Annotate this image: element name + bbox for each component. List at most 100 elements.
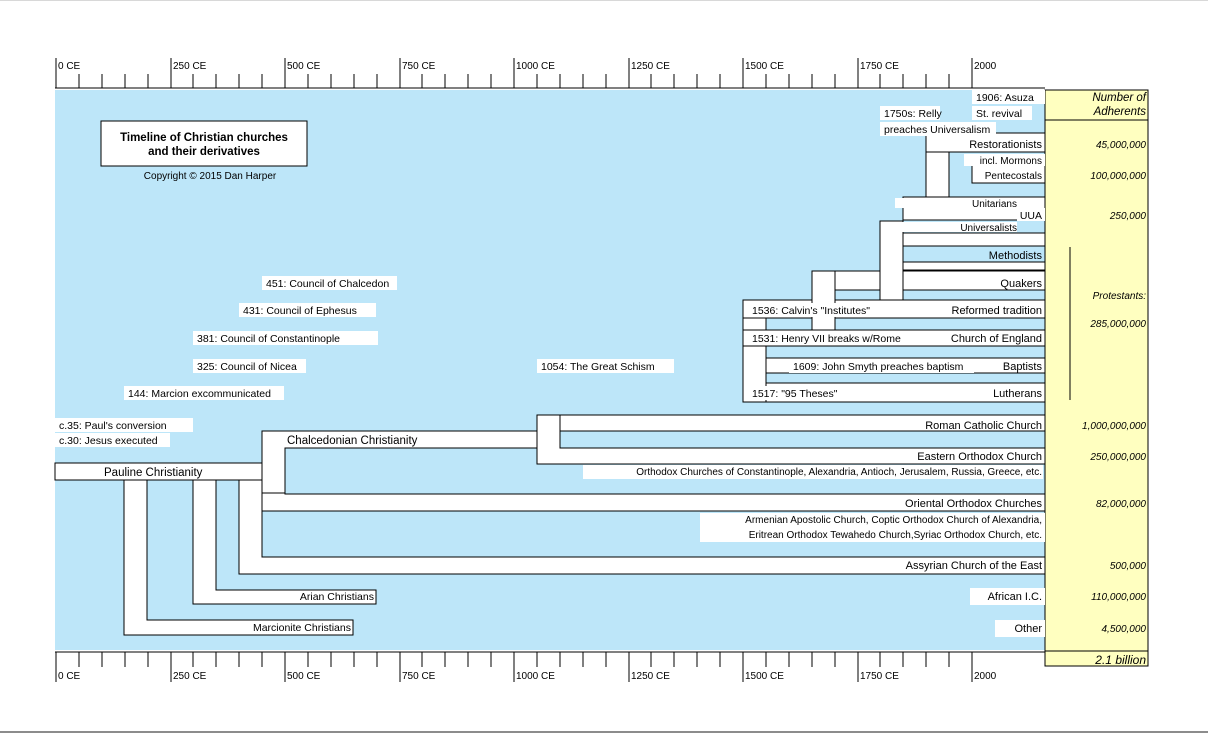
adherent-value: 250,000,000 xyxy=(1089,452,1146,463)
branch-label: Assyrian Church of the East xyxy=(906,560,1042,572)
event-label: 1054: The Great Schism xyxy=(541,361,655,373)
title-line-1: Timeline of Christian churches xyxy=(120,132,288,144)
branch-label: Church of England xyxy=(951,333,1042,345)
adherents-column xyxy=(1044,89,1149,667)
branch-label: Arian Christians xyxy=(300,591,374,603)
event-label: 1609: John Smyth preaches baptism xyxy=(793,361,964,373)
event-box xyxy=(55,433,170,447)
axis-label-top: 500 CE xyxy=(287,61,321,72)
axis-label-top: 1000 CE xyxy=(516,61,555,72)
adherent-value: 4,500,000 xyxy=(1102,624,1147,635)
event-label: 1536: Calvin's "Institutes" xyxy=(752,305,870,317)
adherent-value: 250,000 xyxy=(1109,211,1147,222)
event-box xyxy=(55,418,193,432)
event-label: 381: Council of Constantinople xyxy=(197,333,340,345)
adherent-value: 110,000,000 xyxy=(1091,592,1146,603)
branch-label: incl. Mormons xyxy=(980,156,1042,167)
branch-label: Quakers xyxy=(1000,278,1042,290)
axis-label-bottom: 2000 xyxy=(974,671,997,682)
copyright: Copyright © 2015 Dan Harper xyxy=(144,171,277,182)
axis-label-bottom: 250 CE xyxy=(173,671,207,682)
branch-label: Lutherans xyxy=(993,388,1042,400)
axis-label-bottom: 1500 CE xyxy=(745,671,784,682)
branch-label: Eastern Orthodox Church xyxy=(917,451,1042,463)
label-backing xyxy=(895,222,1017,232)
event-box xyxy=(124,386,284,400)
branch-label: Chalcedonian Christianity xyxy=(287,435,418,447)
event-label: 1531: Henry VII breaks w/Rome xyxy=(752,333,901,345)
axis-label-bottom: 1250 CE xyxy=(631,671,670,682)
branch-label: Reformed tradition xyxy=(952,305,1043,317)
label-backing xyxy=(700,513,1045,542)
branch-label: UUA xyxy=(1020,210,1042,222)
event-label: St. revival xyxy=(976,108,1022,120)
event-box xyxy=(880,106,940,120)
axis-label-top: 1250 CE xyxy=(631,61,670,72)
adherent-value: Protestants: xyxy=(1093,291,1147,302)
branch-label: African I.C. xyxy=(988,591,1042,603)
branch-band xyxy=(123,479,354,636)
axis-label-bottom: 750 CE xyxy=(402,671,436,682)
branch-label: Pauline Christianity xyxy=(104,467,203,479)
axis-label-top: 0 CE xyxy=(58,61,81,72)
adherent-value: Adherents xyxy=(1093,106,1147,118)
axis-label-bottom: 1000 CE xyxy=(516,671,555,682)
event-label: 1906: Asuza xyxy=(976,92,1034,104)
axis-label-bottom: 1750 CE xyxy=(860,671,899,682)
branch-label: Marcionite Christians xyxy=(253,622,351,634)
event-label: preaches Universalism xyxy=(884,124,990,136)
axis-label-top: 250 CE xyxy=(173,61,207,72)
label-backing xyxy=(995,620,1045,637)
branch-label: Other xyxy=(1014,623,1042,635)
event-box xyxy=(972,90,1045,104)
event-label: 325: Council of Nicea xyxy=(197,361,297,373)
axis-label-top: 2000 xyxy=(974,61,997,72)
branch-label: Oriental Orthodox Churches xyxy=(905,498,1042,510)
adherent-value: 2.1 billion xyxy=(1094,653,1146,667)
event-box xyxy=(537,359,674,373)
event-box xyxy=(262,276,397,290)
label-backing xyxy=(583,465,1043,479)
branch-label: Universalists xyxy=(960,223,1017,234)
event-labels: 451: Council of Chalcedon 431: Council of… xyxy=(55,90,1045,447)
event-label: c.30: Jesus executed xyxy=(59,435,158,447)
axis-ticks xyxy=(55,58,973,682)
title-line-2: and their derivatives xyxy=(148,146,260,158)
event-label: 1517: "95 Theses" xyxy=(752,388,838,400)
event-box xyxy=(880,122,996,136)
branch-band xyxy=(879,220,904,301)
adherent-value: 100,000,000 xyxy=(1090,171,1146,182)
branch-label: Roman Catholic Church xyxy=(925,420,1042,432)
axis-label-bottom: 500 CE xyxy=(287,671,321,682)
event-box xyxy=(789,359,974,373)
event-box xyxy=(193,331,378,345)
event-box xyxy=(193,359,306,373)
label-backing xyxy=(970,588,1045,605)
label-backing xyxy=(964,154,1045,166)
branch-label: Baptists xyxy=(1003,361,1043,373)
event-label: 431: Council of Ephesus xyxy=(243,305,357,317)
bottom-rule xyxy=(0,731,1208,733)
event-box xyxy=(972,106,1032,120)
event-label: c.35: Paul's conversion xyxy=(59,420,167,432)
branch-band xyxy=(902,232,1046,247)
event-box xyxy=(748,331,908,345)
branch-label: Orthodox Churches of Constantinople, Ale… xyxy=(636,467,1042,478)
label-backing xyxy=(1017,208,1045,221)
branch-band xyxy=(261,492,1046,512)
adherent-value: Number of xyxy=(1092,92,1147,104)
branch-label: Pentecostals xyxy=(985,171,1042,182)
branch-label: Methodists xyxy=(989,250,1043,262)
event-box xyxy=(239,303,376,317)
branch-label: Eritrean Orthodox Tewahedo Church,Syriac… xyxy=(749,530,1042,541)
event-label: 451: Council of Chalcedon xyxy=(266,278,389,290)
top-rule xyxy=(0,0,1208,1)
event-label: 144: Marcion excommunicated xyxy=(128,388,271,400)
branch-band xyxy=(811,270,836,331)
branch-band xyxy=(192,479,377,605)
branch-labels: Pauline Christianity Chalcedonian Christi… xyxy=(104,139,1045,637)
adherent-value: 45,000,000 xyxy=(1096,140,1146,151)
branch-label: Unitarians xyxy=(972,199,1017,210)
adherent-value: 1,000,000,000 xyxy=(1082,421,1146,432)
